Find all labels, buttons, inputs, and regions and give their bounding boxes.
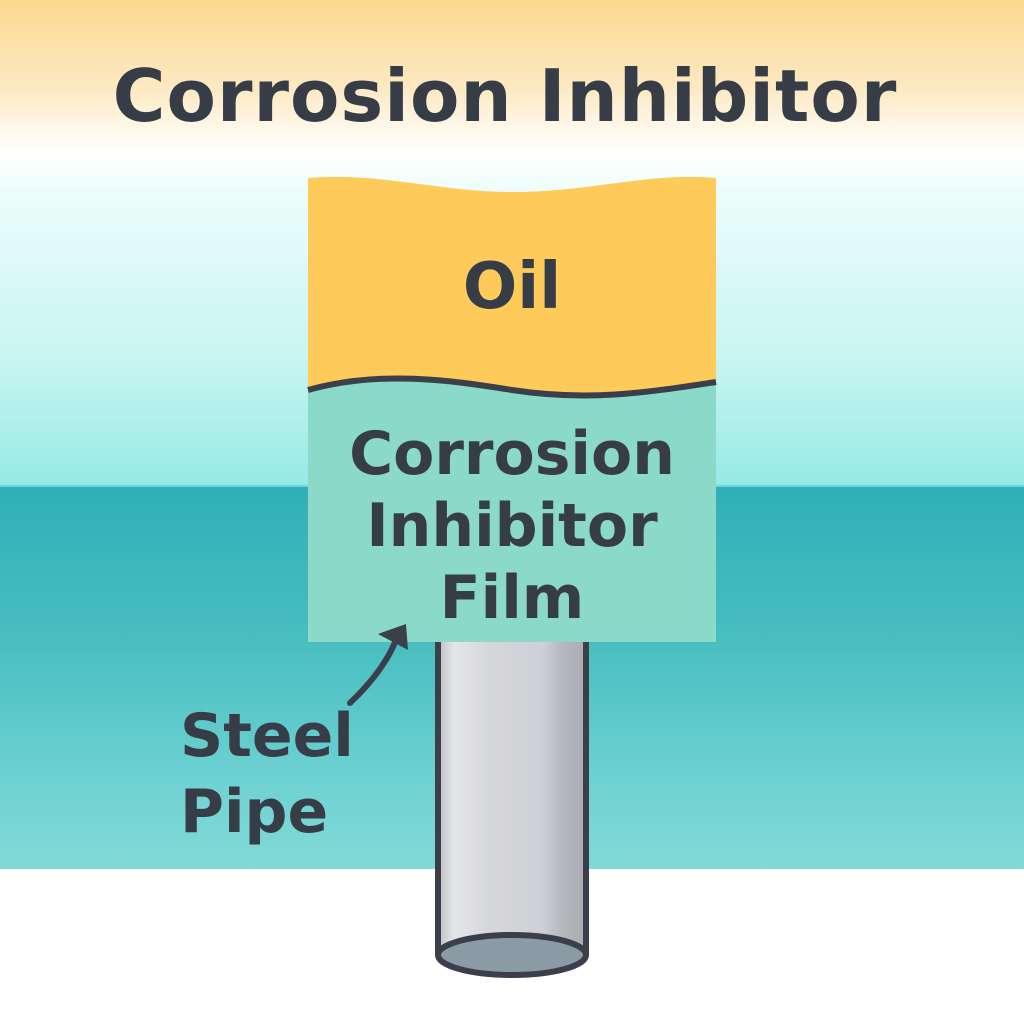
diagram-title: Corrosion Inhibitor [112,54,898,138]
steel-pipe [435,630,589,978]
pipe-label-line: Steel [180,701,354,771]
film-label-line: Corrosion [349,419,675,489]
pipe-label-line: Pipe [180,777,329,847]
oil-film-interface-line [307,375,717,399]
film-label-line: Film [439,563,585,633]
steel-pipe-label: Steel Pipe [180,698,354,850]
pipe-body [436,630,588,955]
inhibitor-film-layer [308,375,716,642]
film-label-line: Inhibitor [366,491,658,561]
oil-layer [308,176,716,396]
pipe-opening [435,932,589,978]
oil-label: Oil [462,250,562,324]
inhibitor-film-label: Corrosion Inhibitor Film [308,418,716,634]
curved-arrow-icon [347,624,408,706]
